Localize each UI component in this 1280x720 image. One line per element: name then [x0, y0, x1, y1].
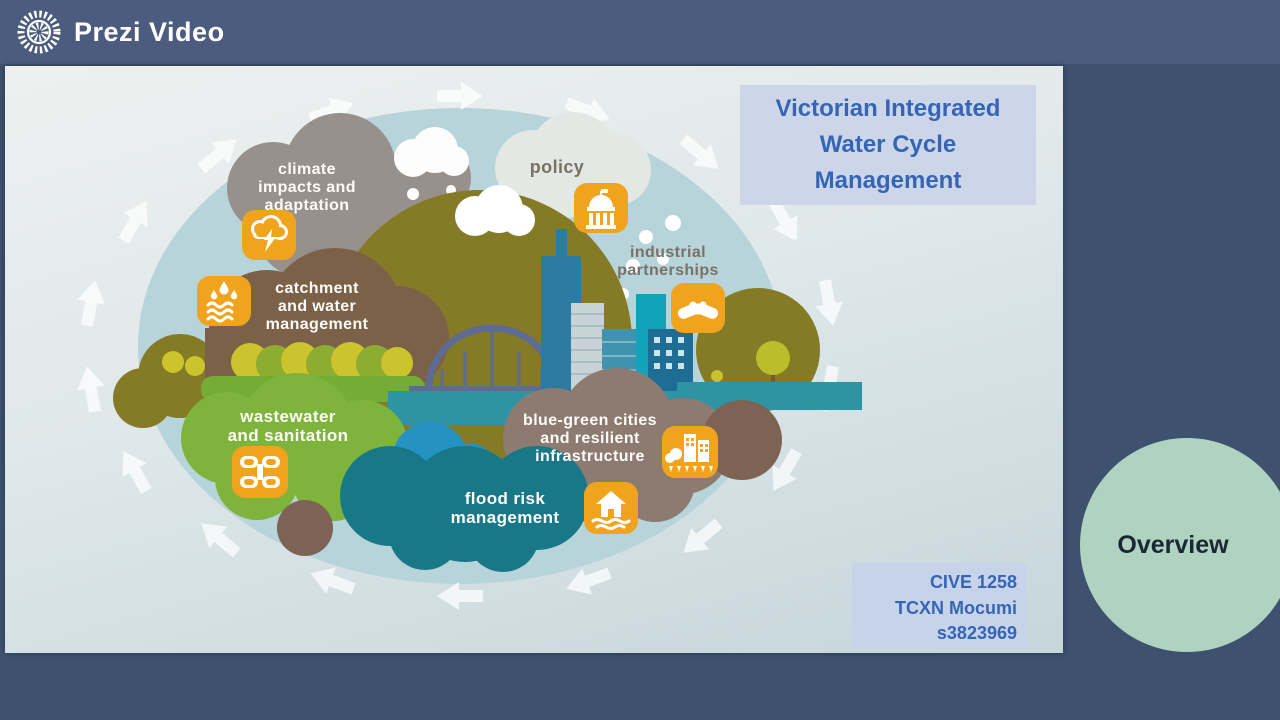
- flood-teal-cloud: [340, 446, 589, 572]
- label-wastewater: wastewater and sanitation: [227, 406, 349, 445]
- label-blue-green-cities: blue-green cities and resilient infrastr…: [523, 412, 657, 465]
- overview-label: Overview: [1117, 530, 1229, 559]
- water-drops-waves-icon: [197, 276, 251, 326]
- prezi-logo-icon: [17, 10, 61, 54]
- green-land-cloud: [181, 373, 408, 521]
- topbar: Prezi Video: [0, 0, 1280, 64]
- hilltop-cloud: [455, 185, 535, 236]
- credit-id: s3823969: [936, 623, 1017, 644]
- slide-title-box: Victorian Integrated Water Cycle Managem…: [740, 85, 1036, 205]
- label-climate: climate impacts and adaptation: [258, 161, 356, 214]
- government-building-icon: [574, 183, 628, 233]
- flooded-house-icon: [584, 482, 638, 534]
- slide-credits: CIVE 1258 TCXN Mocumi s3823969: [852, 563, 1027, 648]
- credit-course: CIVE 1258: [929, 572, 1017, 592]
- credit-name: TCXN Mocumi: [894, 597, 1017, 618]
- storm-cloud-lightning-icon: [242, 210, 296, 260]
- overview-bubble[interactable]: Overview: [1080, 438, 1280, 652]
- brand-title: Prezi Video: [74, 16, 225, 47]
- label-flood-risk: flood risk management: [450, 488, 560, 527]
- handshake-icon: [671, 283, 725, 333]
- water-cycle-diagram: [73, 82, 862, 610]
- brown-clouds: [277, 400, 782, 556]
- label-catchment: catchment and water management: [265, 280, 369, 333]
- pipes-icon: [232, 446, 288, 498]
- presentation-slide: climate impacts and adaptation policy in…: [5, 66, 1063, 653]
- label-policy: policy: [529, 156, 585, 177]
- slide-title: Victorian Integrated Water Cycle Managem…: [775, 95, 1001, 194]
- label-industrial-partnerships: industrial partnerships: [617, 244, 719, 279]
- city-rain-icon: [662, 426, 718, 478]
